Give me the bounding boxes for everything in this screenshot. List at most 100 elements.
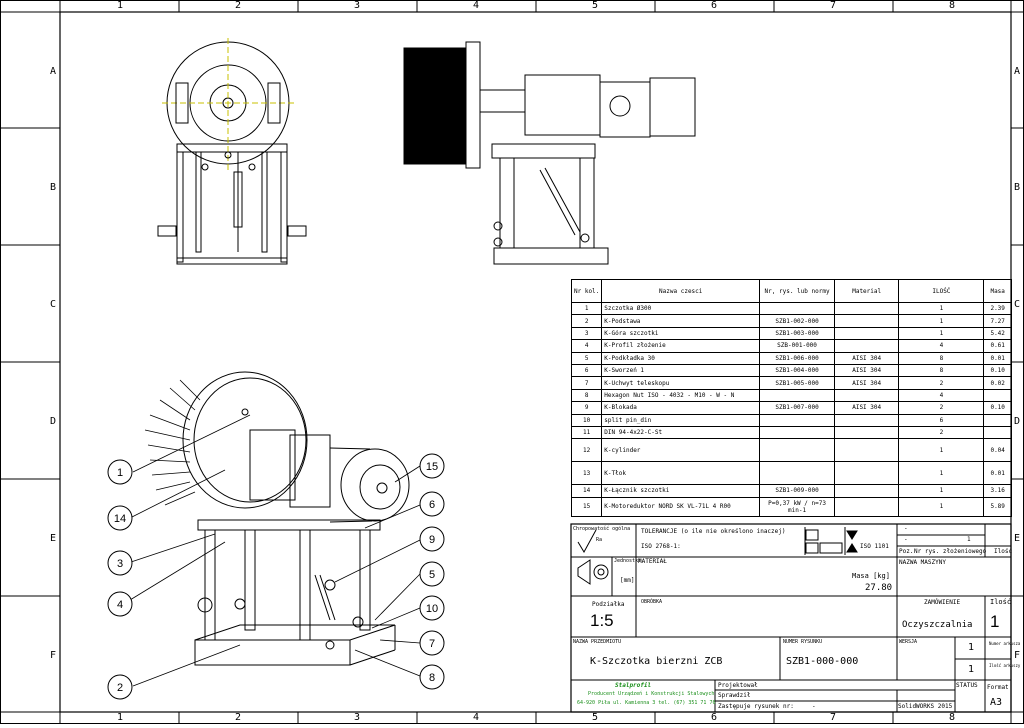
balloon-circle [419,595,445,621]
bom-cell-dwg: SZB1-004-000 [759,363,835,378]
bom-cell-mass: 0.01 [983,351,1012,365]
bom-cell-mat: AISI 304 [833,363,900,378]
balloon-circle [107,550,133,576]
bom-cell-qty: 1 [898,496,985,517]
bom-header-name: Nazwa czesci [601,279,761,303]
bom-cell-qty: 4 [898,339,985,353]
balloon-circle [107,674,133,700]
bom-cell-qty: 6 [898,413,985,427]
col-label-bottom-4: 4 [473,712,480,723]
software-label: SolidWORKS 2015 [898,703,953,710]
bom-cell-mass: 0.61 [983,339,1012,353]
bom-cell-n: 15 [570,496,603,517]
scale-label: Podziałka [592,601,625,608]
order-qty-label: Ilość [990,598,1012,606]
bom-header-row: Nr kol. Nazwa czesci Nr, rys. lub normy … [570,279,1012,303]
drawing-no: SZB1-000-000 [786,656,859,667]
bom-cell-n: 2 [570,314,603,328]
bom-cell-name: K-Uchwyt teleskopu [601,376,761,390]
bom-header-mass: Masa [983,279,1012,303]
checked-label: Sprawdził [718,692,751,699]
bom-cell-mass: 0.10 [983,363,1012,378]
balloon-14: 14 [114,513,126,525]
mass-value: 27.80 [865,583,893,593]
bom-cell-name: DIN 94-4x22-C-St [601,425,761,440]
bom-cell-qty: 1 [898,301,985,316]
balloon-circle [419,630,445,656]
bom-cell-dwg: SZB1-002-000 [759,314,835,328]
col-label-bottom-5: 5 [592,712,599,723]
replaces-value: - [812,703,816,710]
balloon-circle [419,526,445,552]
col-label-1: 1 [117,0,124,11]
bom-cell-mat [833,388,900,403]
row-zone-ticks [0,127,1024,597]
bom-cell-n: 10 [570,413,603,427]
bom-cell-dwg [759,388,835,403]
balloon-9: 9 [429,534,435,546]
bom-cell-name: K-Sworzeń 1 [601,363,761,378]
bom-cell-dwg: SZB1-007-000 [759,401,835,415]
bom-cell-mass: 0.01 [983,461,1012,486]
balloon-circle [107,505,133,531]
tolerance-standard: ISO 2768-1: [641,543,681,550]
bom-cell-mat [833,339,900,353]
replaces-label: Zastępuje rysunek nr: [718,703,794,710]
tolerance-label: TOLERANCJE (o ile nie określono inaczej) [641,528,786,535]
row-label-right-B: B [1014,182,1021,193]
row-label-right-D: D [1014,416,1021,427]
col-label-bottom-6: 6 [711,712,718,723]
row-label-right-A: A [1014,66,1021,77]
balloon-10: 10 [426,603,438,615]
bom-cell-mass [983,413,1012,427]
bom-cell-mass [983,425,1012,440]
balloon-circle [419,561,445,587]
column-zone-ticks [178,0,894,724]
bom-cell-mat: AISI 304 [833,351,900,365]
bom-cell-n: 14 [570,484,603,498]
qty-label: Ilość [994,548,1013,555]
bom-header-material: Material [833,279,900,303]
col-label-5: 5 [592,0,599,11]
front-view [157,38,307,265]
bom-cell-name: K-cylinder [601,438,761,463]
bom-cell-qty: 1 [898,314,985,328]
sheet-no-label: Numer arkusza [989,641,1021,646]
balloon-5: 5 [429,569,435,581]
col-label-4: 4 [473,0,480,11]
bom-cell-dwg: P=0,37 kW / n=73 min-1 [759,496,835,517]
bom-cell-mass [983,388,1012,403]
scale-value: 1:5 [590,611,614,630]
mass-label: Masa [kg] [852,572,890,580]
order-qty: 1 [990,612,1000,631]
balloon-circle [419,453,445,479]
bom-cell-mass: 0.10 [983,401,1012,415]
dash-2: - [904,536,908,543]
bom-cell-name: K-Tłok [601,461,761,486]
units: [mm] [620,577,635,584]
bom-cell-n: 13 [570,461,603,486]
col-label-bottom-1: 1 [117,712,124,723]
row-label-C: C [50,299,57,310]
isometric-view [144,371,410,666]
bom-cell-name: K-Profil złożenie [601,339,761,353]
bom-cell-qty: 1 [898,461,985,486]
drawing-no-label: NUMER RYSUNKU [783,639,823,645]
bom-cell-mat: AISI 304 [833,376,900,390]
company-desc: Producent Urządzeń i Konstrukcji Stalowy… [588,691,715,697]
company-address: 64-920 Piła ul. Kamienna 3 tel. (67) 351… [577,700,716,706]
bom-cell-mat [833,496,900,517]
bom-cell-dwg: SZB1-005-000 [759,376,835,390]
bill-of-materials: Nr kol. Nazwa czesci Nr, rys. lub normy … [570,279,1012,517]
bom-cell-qty: 1 [898,438,985,463]
